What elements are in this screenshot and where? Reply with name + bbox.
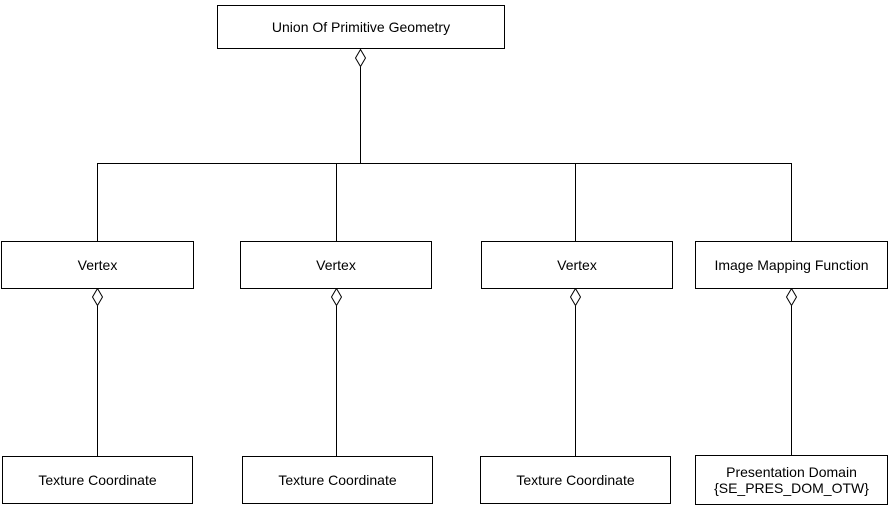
connector-drop-vertex-1: [97, 164, 98, 241]
node-label: Vertex: [77, 257, 118, 273]
aggregation-diamond-icon: [354, 48, 367, 68]
node-texture-coordinate-1: Texture Coordinate: [2, 456, 193, 504]
node-label: Vertex: [316, 257, 356, 273]
aggregation-diamond-icon: [569, 287, 582, 307]
connector-drop-vertex-2: [336, 164, 337, 241]
node-union-of-primitive-geometry: Union Of Primitive Geometry: [217, 5, 505, 49]
connector-drop-vertex-3: [575, 164, 576, 241]
node-label-line1: Presentation Domain: [726, 464, 857, 480]
aggregation-diamond-icon: [330, 287, 343, 307]
aggregation-diamond-icon: [91, 287, 104, 307]
node-label: Texture Coordinate: [516, 472, 635, 488]
node-label: Vertex: [557, 257, 597, 273]
connector-drop-image-mapping-function: [791, 164, 792, 241]
node-label: Union Of Primitive Geometry: [271, 19, 451, 35]
node-texture-coordinate-3: Texture Coordinate: [480, 456, 671, 504]
connector-vertex-3-to-texture-coordinate-3: [575, 306, 576, 456]
connector-root-stem: [360, 67, 361, 163]
connector-horizontal-bus: [97, 163, 792, 164]
node-vertex-2: Vertex: [240, 241, 432, 289]
node-texture-coordinate-2: Texture Coordinate: [242, 456, 433, 504]
aggregation-diamond-icon: [785, 287, 798, 307]
connector-vertex-1-to-texture-coordinate-1: [97, 306, 98, 456]
node-vertex-3: Vertex: [481, 241, 673, 289]
connector-imf-to-presentation-domain: [791, 306, 792, 455]
node-label-line2: {SE_PRES_DOM_OTW}: [714, 480, 869, 496]
node-label: Texture Coordinate: [278, 472, 397, 488]
node-presentation-domain: Presentation Domain {SE_PRES_DOM_OTW}: [695, 455, 888, 505]
node-label: Texture Coordinate: [38, 472, 157, 488]
node-image-mapping-function: Image Mapping Function: [695, 241, 888, 289]
node-vertex-1: Vertex: [1, 241, 194, 289]
connector-vertex-2-to-texture-coordinate-2: [336, 306, 337, 456]
node-label: Image Mapping Function: [714, 257, 869, 273]
